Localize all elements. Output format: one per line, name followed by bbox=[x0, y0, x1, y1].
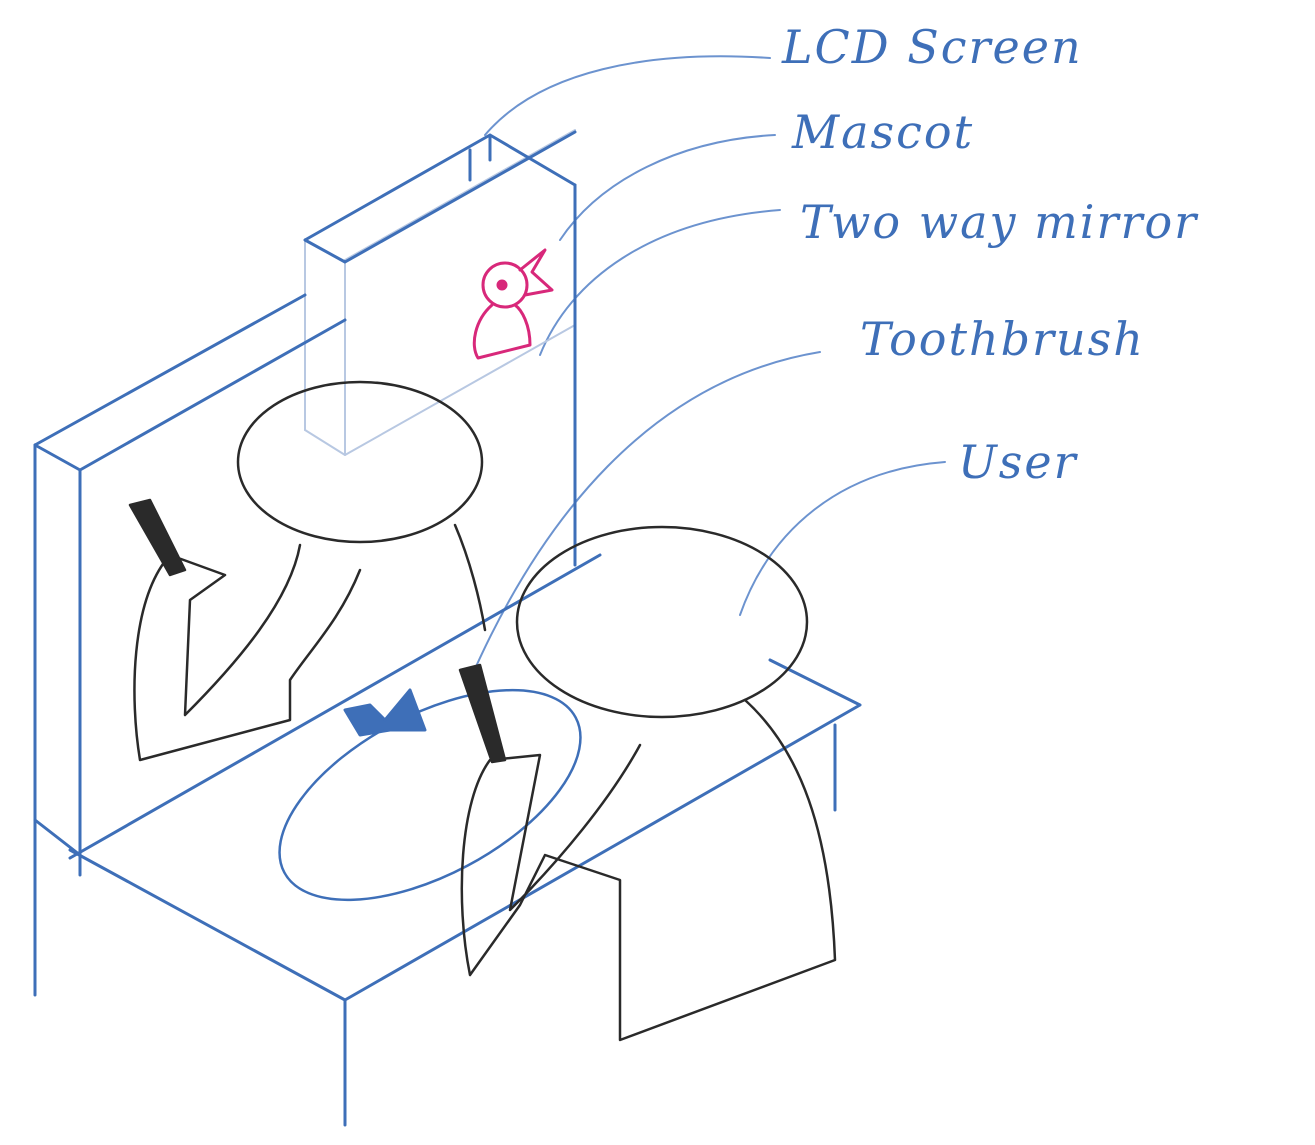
mirror-left-edge bbox=[33, 443, 82, 997]
toothbrush bbox=[458, 663, 507, 764]
label-mascot: Mascot bbox=[792, 105, 975, 159]
leader-lcd-screen bbox=[484, 55, 771, 136]
mirror-bottom-edge bbox=[68, 553, 602, 860]
counter bbox=[33, 658, 862, 1127]
label-user: User bbox=[958, 435, 1078, 489]
user-reflection bbox=[128, 380, 487, 762]
user-figure bbox=[458, 525, 837, 1042]
mirror-cabinet bbox=[33, 130, 862, 1127]
label-lcd-screen: LCD Screen bbox=[782, 20, 1083, 74]
user-body bbox=[460, 698, 837, 1042]
leader-user bbox=[739, 461, 946, 616]
label-toothbrush: Toothbrush bbox=[860, 312, 1145, 366]
toothbrush-reflection bbox=[343, 688, 427, 737]
lcd-screen-box-hidden bbox=[304, 129, 576, 456]
leader-toothbrush bbox=[469, 351, 821, 681]
mascot-icon bbox=[472, 248, 554, 360]
reflection-toothbrush bbox=[128, 498, 187, 577]
leader-two-way-mirror bbox=[539, 209, 781, 356]
user-head bbox=[515, 525, 809, 719]
reflection-head bbox=[236, 380, 484, 544]
label-two-way-mirror: Two way mirror bbox=[800, 195, 1199, 249]
leader-lines bbox=[469, 55, 946, 681]
lcd-screen-box bbox=[303, 130, 577, 264]
sink bbox=[278, 688, 582, 902]
mirror-top-edge bbox=[33, 293, 347, 472]
leader-mascot bbox=[559, 134, 776, 241]
reflection-body bbox=[133, 523, 487, 762]
